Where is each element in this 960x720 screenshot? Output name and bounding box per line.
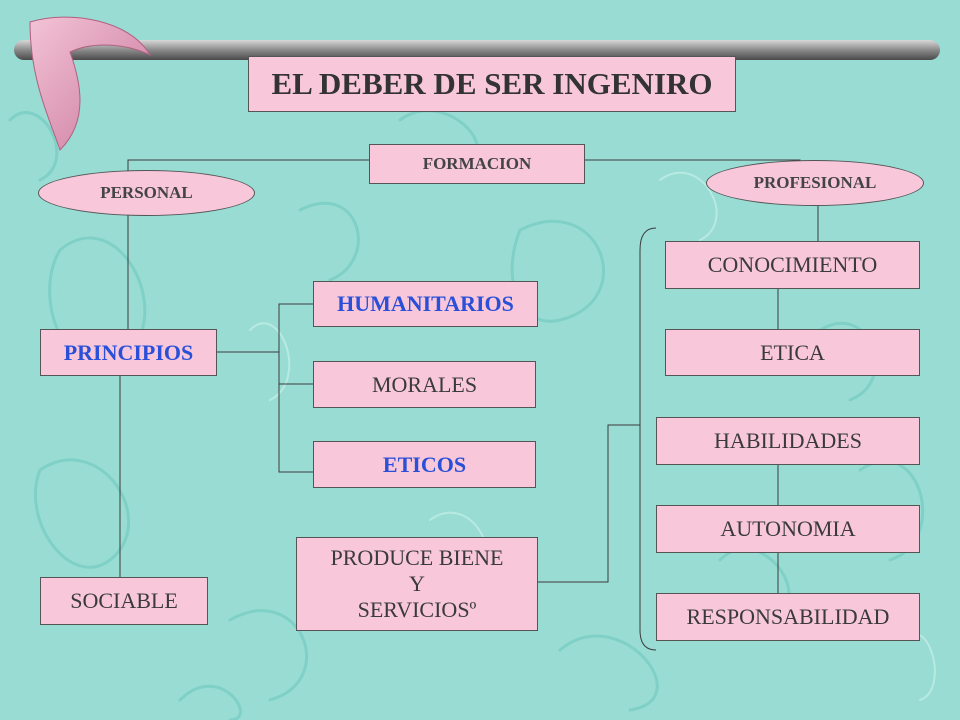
node-habilidades: HABILIDADES (656, 417, 920, 465)
produce-line-3: SERVICIOSº (357, 597, 477, 622)
produce-line-1: PRODUCE BIENE (330, 545, 504, 570)
branch-personal: PERSONAL (38, 170, 255, 216)
node-principios: PRINCIPIOS (40, 329, 217, 376)
root-node-formacion: FORMACION (369, 144, 585, 184)
node-responsabilidad: RESPONSABILIDAD (656, 593, 920, 641)
node-morales: MORALES (313, 361, 536, 408)
node-eticos: ETICOS (313, 441, 536, 488)
node-conocimiento: CONOCIMIENTO (665, 241, 920, 289)
node-humanitarios: HUMANITARIOS (313, 281, 538, 327)
node-sociable: SOCIABLE (40, 577, 208, 625)
diagram-title: EL DEBER DE SER INGENIRO (248, 56, 736, 112)
node-autonomia: AUTONOMIA (656, 505, 920, 553)
produce-line-2: Y (409, 571, 425, 596)
branch-profesional: PROFESIONAL (706, 160, 924, 206)
node-produce-bienes-servicios: PRODUCE BIENE Y SERVICIOSº (296, 537, 538, 631)
node-etica: ETICA (665, 329, 920, 376)
boomerang-logo (29, 16, 152, 151)
